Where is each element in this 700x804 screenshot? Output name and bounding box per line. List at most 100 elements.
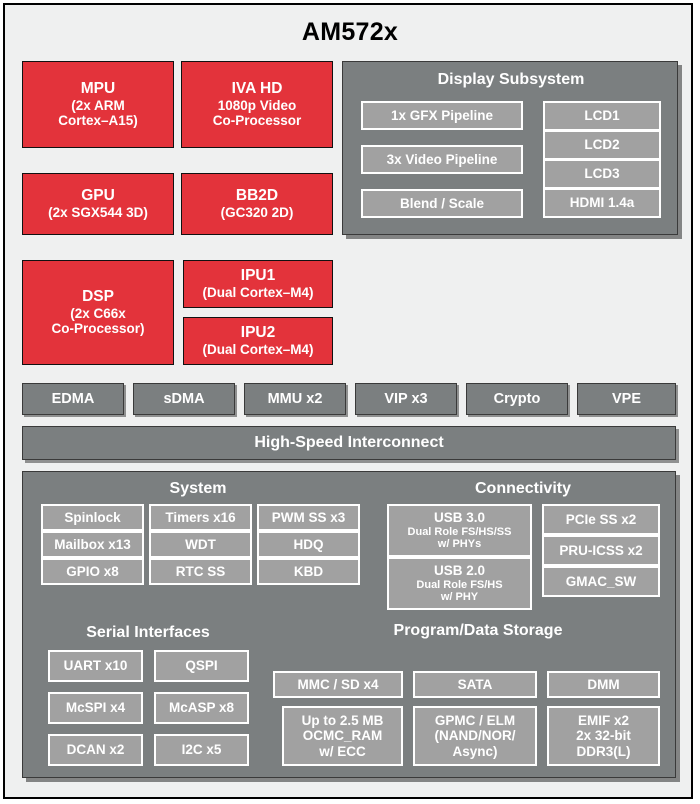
processor-block-mpu[interactable]: MPU (2x ARM Cortex–A15) [22, 61, 174, 148]
system-block-pwm-ss[interactable]: PWM SS x3 [257, 504, 360, 531]
block-label: VPE [611, 391, 641, 407]
block-label: GPIO x8 [66, 563, 119, 579]
peripheral-block-vpe[interactable]: VPE [577, 383, 676, 415]
block-label-line1: USB 3.0 [433, 510, 486, 526]
peripheral-block-mmu[interactable]: MMU x2 [244, 383, 346, 415]
serial-block-mcspi[interactable]: McSPI x4 [48, 692, 143, 724]
display-output-hdmi[interactable]: HDMI 1.4a [543, 188, 661, 218]
high-speed-interconnect-bar[interactable]: High-Speed Interconnect [22, 426, 676, 460]
display-subsystem-title: Display Subsystem [437, 71, 585, 88]
display-output-lcd3[interactable]: LCD3 [543, 159, 661, 189]
block-label-line2: (Dual Cortex–M4) [202, 285, 314, 301]
block-label-line2: (GC320 2D) [220, 205, 294, 221]
block-label: Mailbox x13 [54, 536, 131, 552]
connectivity-block-gmac-sw[interactable]: GMAC_SW [542, 566, 660, 597]
serial-block-uart[interactable]: UART x10 [48, 650, 143, 682]
processor-block-ipu1[interactable]: IPU1 (Dual Cortex–M4) [183, 260, 333, 308]
storage-block-mmc-sd[interactable]: MMC / SD x4 [273, 671, 403, 698]
display-block-video-pipeline[interactable]: 3x Video Pipeline [361, 145, 523, 174]
block-label-line1: EMIF x2 [577, 712, 629, 728]
block-label-line1: DSP [82, 287, 114, 305]
block-label-line1: IPU1 [240, 267, 276, 285]
display-block-gfx-pipeline[interactable]: 1x GFX Pipeline [361, 101, 523, 130]
processor-block-bb2d[interactable]: BB2D (GC320 2D) [181, 173, 333, 235]
connectivity-block-usb2[interactable]: USB 2.0 Dual Role FS/HS w/ PHY [387, 557, 532, 610]
peripheral-block-crypto[interactable]: Crypto [466, 383, 568, 415]
processor-block-ipu2[interactable]: IPU2 (Dual Cortex–M4) [183, 317, 333, 365]
block-label-line2: 1080p Video [217, 97, 297, 113]
block-label: MMU x2 [267, 391, 323, 407]
block-label: MMC / SD x4 [297, 676, 379, 692]
system-block-spinlock[interactable]: Spinlock [41, 504, 144, 531]
storage-block-dmm[interactable]: DMM [547, 671, 660, 698]
block-label-line2: OCMC_RAM [302, 728, 383, 744]
page-title: AM572x [301, 18, 399, 46]
block-label: LCD1 [584, 108, 620, 124]
block-label: RTC SS [175, 563, 226, 579]
system-section-title: System [169, 480, 227, 497]
peripheral-block-sdma[interactable]: sDMA [133, 383, 235, 415]
storage-block-emif[interactable]: EMIF x2 2x 32-bit DDR3(L) [547, 706, 660, 766]
storage-block-ocmc-ram[interactable]: Up to 2.5 MB OCMC_RAM w/ ECC [282, 706, 403, 766]
system-block-wdt[interactable]: WDT [149, 531, 252, 558]
peripheral-block-vip[interactable]: VIP x3 [355, 383, 457, 415]
block-label-line1: BB2D [235, 187, 279, 205]
block-label: GMAC_SW [565, 573, 637, 589]
block-label: 1x GFX Pipeline [390, 107, 494, 123]
serial-block-dcan[interactable]: DCAN x2 [48, 734, 143, 766]
block-label: PCIe SS x2 [565, 511, 637, 527]
block-label-line2: (2x SGX544 3D) [48, 205, 148, 221]
block-label-line2: (Dual Cortex–M4) [202, 342, 314, 358]
block-label: Blend / Scale [399, 195, 485, 211]
block-label: Timers x16 [165, 509, 236, 525]
connectivity-block-pru-icss[interactable]: PRU-ICSS x2 [542, 535, 660, 566]
block-label: QSPI [185, 658, 218, 674]
serial-block-i2c[interactable]: I2C x5 [154, 734, 249, 766]
block-label-line2: (2x C66x [70, 305, 126, 321]
block-label: PWM SS x3 [271, 509, 346, 525]
connectivity-section-title: Connectivity [474, 480, 571, 497]
processor-block-iva-hd[interactable]: IVA HD 1080p Video Co-Processor [181, 61, 333, 148]
block-label-line3: Co-Processor) [51, 321, 145, 337]
block-label: McASP x8 [168, 700, 235, 716]
serial-block-qspi[interactable]: QSPI [154, 650, 249, 682]
block-label-line3: w/ PHY [440, 591, 479, 604]
block-label-line2: Dual Role FS/HS [416, 578, 503, 591]
block-label-line2: Dual Role FS/HS/SS [407, 525, 512, 538]
display-block-blend-scale[interactable]: Blend / Scale [361, 189, 523, 218]
block-label: I2C x5 [181, 742, 222, 758]
system-block-hdq[interactable]: HDQ [257, 531, 360, 558]
block-label: DCAN x2 [66, 742, 125, 758]
system-block-kbd[interactable]: KBD [257, 558, 360, 585]
system-block-mailbox[interactable]: Mailbox x13 [41, 531, 144, 558]
block-label: VIP x3 [384, 391, 428, 407]
system-block-timers[interactable]: Timers x16 [149, 504, 252, 531]
storage-block-sata[interactable]: SATA [413, 671, 537, 698]
block-label-line1: IVA HD [231, 79, 283, 97]
block-label-line1: Up to 2.5 MB [301, 712, 384, 728]
display-output-lcd2[interactable]: LCD2 [543, 130, 661, 160]
block-label-line2: (NAND/NOR/ [434, 728, 516, 744]
display-subsystem-panel: Display Subsystem 1x GFX Pipeline 3x Vid… [342, 61, 678, 235]
block-label-line1: USB 2.0 [433, 563, 486, 579]
system-block-rtc-ss[interactable]: RTC SS [149, 558, 252, 585]
block-label: UART x10 [63, 658, 128, 674]
serial-block-mcasp[interactable]: McASP x8 [154, 692, 249, 724]
block-label-line3: Async) [452, 743, 498, 759]
connectivity-block-pcie[interactable]: PCIe SS x2 [542, 504, 660, 535]
block-label: EDMA [51, 391, 95, 407]
block-label: LCD2 [584, 137, 620, 153]
connectivity-block-usb3[interactable]: USB 3.0 Dual Role FS/HS/SS w/ PHYs [387, 504, 532, 557]
block-label: LCD3 [584, 166, 620, 182]
block-label: SATA [457, 676, 493, 692]
system-block-gpio[interactable]: GPIO x8 [41, 558, 144, 585]
chip-outer-frame: AM572x MPU (2x ARM Cortex–A15) IVA HD 10… [3, 3, 693, 799]
display-output-lcd1[interactable]: LCD1 [543, 101, 661, 131]
peripheral-block-edma[interactable]: EDMA [22, 383, 124, 415]
storage-block-gpmc-elm[interactable]: GPMC / ELM (NAND/NOR/ Async) [413, 706, 537, 766]
processor-block-gpu[interactable]: GPU (2x SGX544 3D) [22, 173, 174, 235]
block-label: KBD [293, 563, 324, 579]
processor-block-dsp[interactable]: DSP (2x C66x Co-Processor) [22, 260, 174, 365]
block-label-line1: GPU [81, 187, 115, 205]
